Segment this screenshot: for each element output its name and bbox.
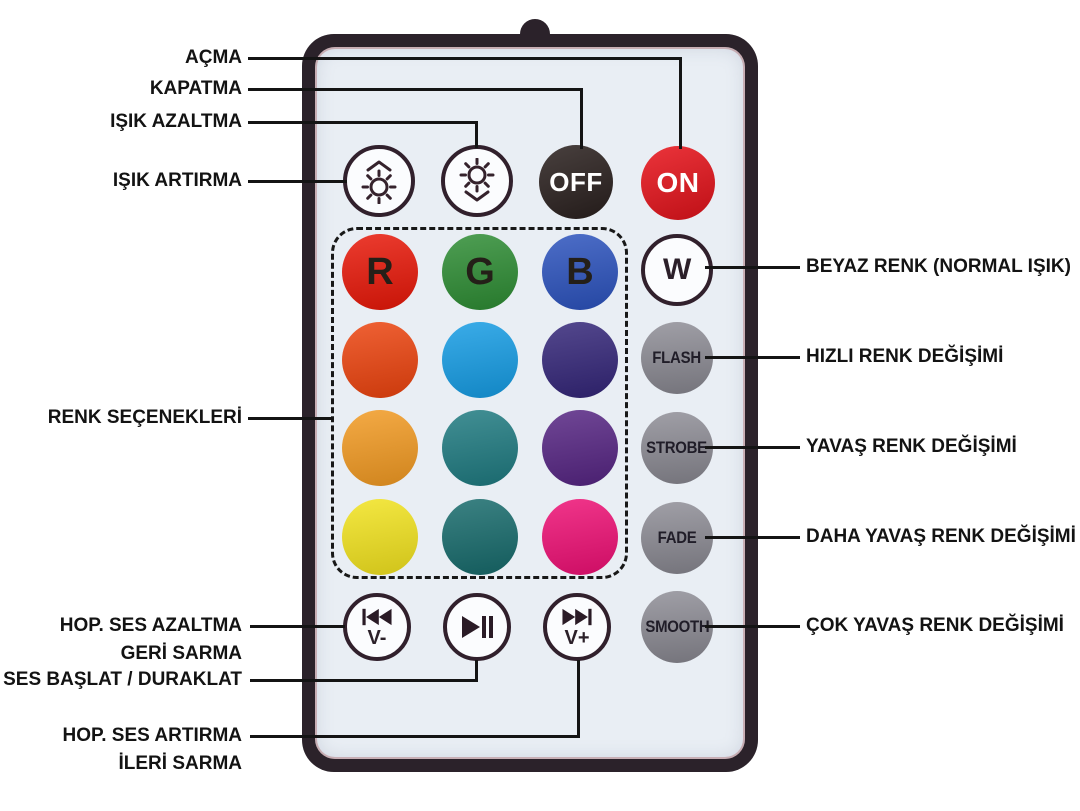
leader-line-daha-yavas — [705, 536, 800, 539]
volume-up-label: V+ — [564, 626, 590, 649]
fade-button[interactable]: FADE — [641, 502, 713, 574]
leader-line-kapatma-drop — [580, 88, 583, 149]
leader-line-cok-yavas — [705, 625, 800, 628]
color-letter: G — [465, 251, 495, 293]
strobe-button[interactable]: STROBE — [641, 412, 713, 484]
label-yavas-renk: YAVAŞ RENK DEĞİŞİMİ — [806, 436, 1017, 457]
leader-line-ses-baslat — [250, 679, 478, 682]
label-daha-yavas-renk: DAHA YAVAŞ RENK DEĞİŞİMİ — [806, 526, 1076, 547]
leader-line-acma — [248, 57, 682, 60]
label-renk-secenekleri: RENK SEÇENEKLERİ — [47, 407, 242, 428]
color-button-azure[interactable] — [442, 322, 518, 398]
on-label: ON — [656, 167, 700, 198]
label-kapatma: KAPATMA — [149, 78, 242, 99]
on-button[interactable]: ON — [641, 146, 715, 220]
color-button-magenta[interactable] — [542, 499, 618, 575]
smooth-button[interactable]: SMOOTH — [641, 591, 713, 663]
leader-line-acma-drop — [679, 57, 682, 149]
label-isik-azaltma: IŞIK AZALTMA — [110, 111, 242, 132]
label-cok-yavas-renk: ÇOK YAVAŞ RENK DEĞİŞİMİ — [806, 615, 1064, 636]
white-color-button[interactable]: W — [641, 234, 713, 306]
leader-line-isik-azaltma — [248, 121, 478, 124]
leader-line-kapatma — [248, 88, 583, 91]
color-button-blue[interactable]: B — [542, 234, 618, 310]
flash-label: FLASH — [652, 348, 702, 367]
color-button-orange-red[interactable] — [342, 322, 418, 398]
color-button-yellow[interactable] — [342, 499, 418, 575]
leader-line-beyaz — [705, 266, 800, 269]
label-ses-azaltma-line2: GERİ SARMA — [120, 643, 242, 664]
leader-line-isik-artirma — [248, 180, 347, 183]
sun-arrow-up-icon — [361, 160, 397, 204]
label-ses-artirma-line1: HOP. SES ARTIRMA — [62, 725, 242, 746]
color-button-dark-teal[interactable] — [442, 499, 518, 575]
color-button-red[interactable]: R — [342, 234, 418, 310]
color-letter: B — [566, 251, 594, 293]
sun-arrow-down-icon — [459, 158, 495, 202]
off-button[interactable]: OFF — [539, 145, 613, 219]
brightness-down-button[interactable] — [441, 145, 513, 217]
label-isik-artirma: IŞIK ARTIRMA — [112, 170, 242, 191]
label-beyaz-renk: BEYAZ RENK (NORMAL IŞIK) — [806, 256, 1071, 277]
color-options-outline — [331, 227, 628, 579]
volume-down-label: V- — [367, 626, 387, 649]
label-ses-azaltma: HOP. SES AZALTMA GERİ SARMA — [60, 612, 242, 668]
volume-down-rewind-button[interactable]: V- — [343, 593, 411, 661]
play-pause-button[interactable] — [443, 593, 511, 661]
color-letter: R — [366, 251, 394, 293]
color-button-green[interactable]: G — [442, 234, 518, 310]
strobe-label: STROBE — [646, 438, 708, 457]
flash-button[interactable]: FLASH — [641, 322, 713, 394]
label-hizli-renk: HIZLI RENK DEĞİŞİMİ — [806, 346, 1004, 367]
leader-line-renk-secenekleri — [248, 417, 333, 420]
leader-line-isik-azaltma-drop — [475, 121, 478, 148]
color-button-purple[interactable] — [542, 410, 618, 486]
white-button-label: W — [662, 253, 691, 286]
color-button-indigo[interactable] — [542, 322, 618, 398]
color-button-orange[interactable] — [342, 410, 418, 486]
play-pause-icon — [462, 616, 493, 638]
label-acma: AÇMA — [185, 47, 242, 68]
label-ses-artirma: HOP. SES ARTIRMA İLERİ SARMA — [63, 722, 242, 778]
fade-label: FADE — [657, 528, 697, 547]
leader-line-ses-artirma-rise — [577, 660, 580, 738]
brightness-up-button[interactable] — [343, 145, 415, 217]
color-button-teal[interactable] — [442, 410, 518, 486]
leader-line-yavas — [705, 446, 800, 449]
off-label: OFF — [549, 166, 603, 197]
leader-line-ses-baslat-rise — [475, 660, 478, 682]
leader-line-hizli — [705, 356, 800, 359]
leader-line-ses-artirma — [250, 735, 580, 738]
leader-line-ses-azaltma — [250, 625, 345, 628]
skip-forward-icon — [562, 608, 592, 625]
smooth-label: SMOOTH — [644, 617, 710, 636]
label-ses-azaltma-line1: HOP. SES AZALTMA — [59, 615, 242, 636]
skip-back-icon — [362, 608, 392, 625]
label-ses-baslat: SES BAŞLAT / DURAKLAT — [3, 669, 242, 690]
volume-up-forward-button[interactable]: V+ — [543, 593, 611, 661]
label-ses-artirma-line2: İLERİ SARMA — [118, 753, 243, 774]
